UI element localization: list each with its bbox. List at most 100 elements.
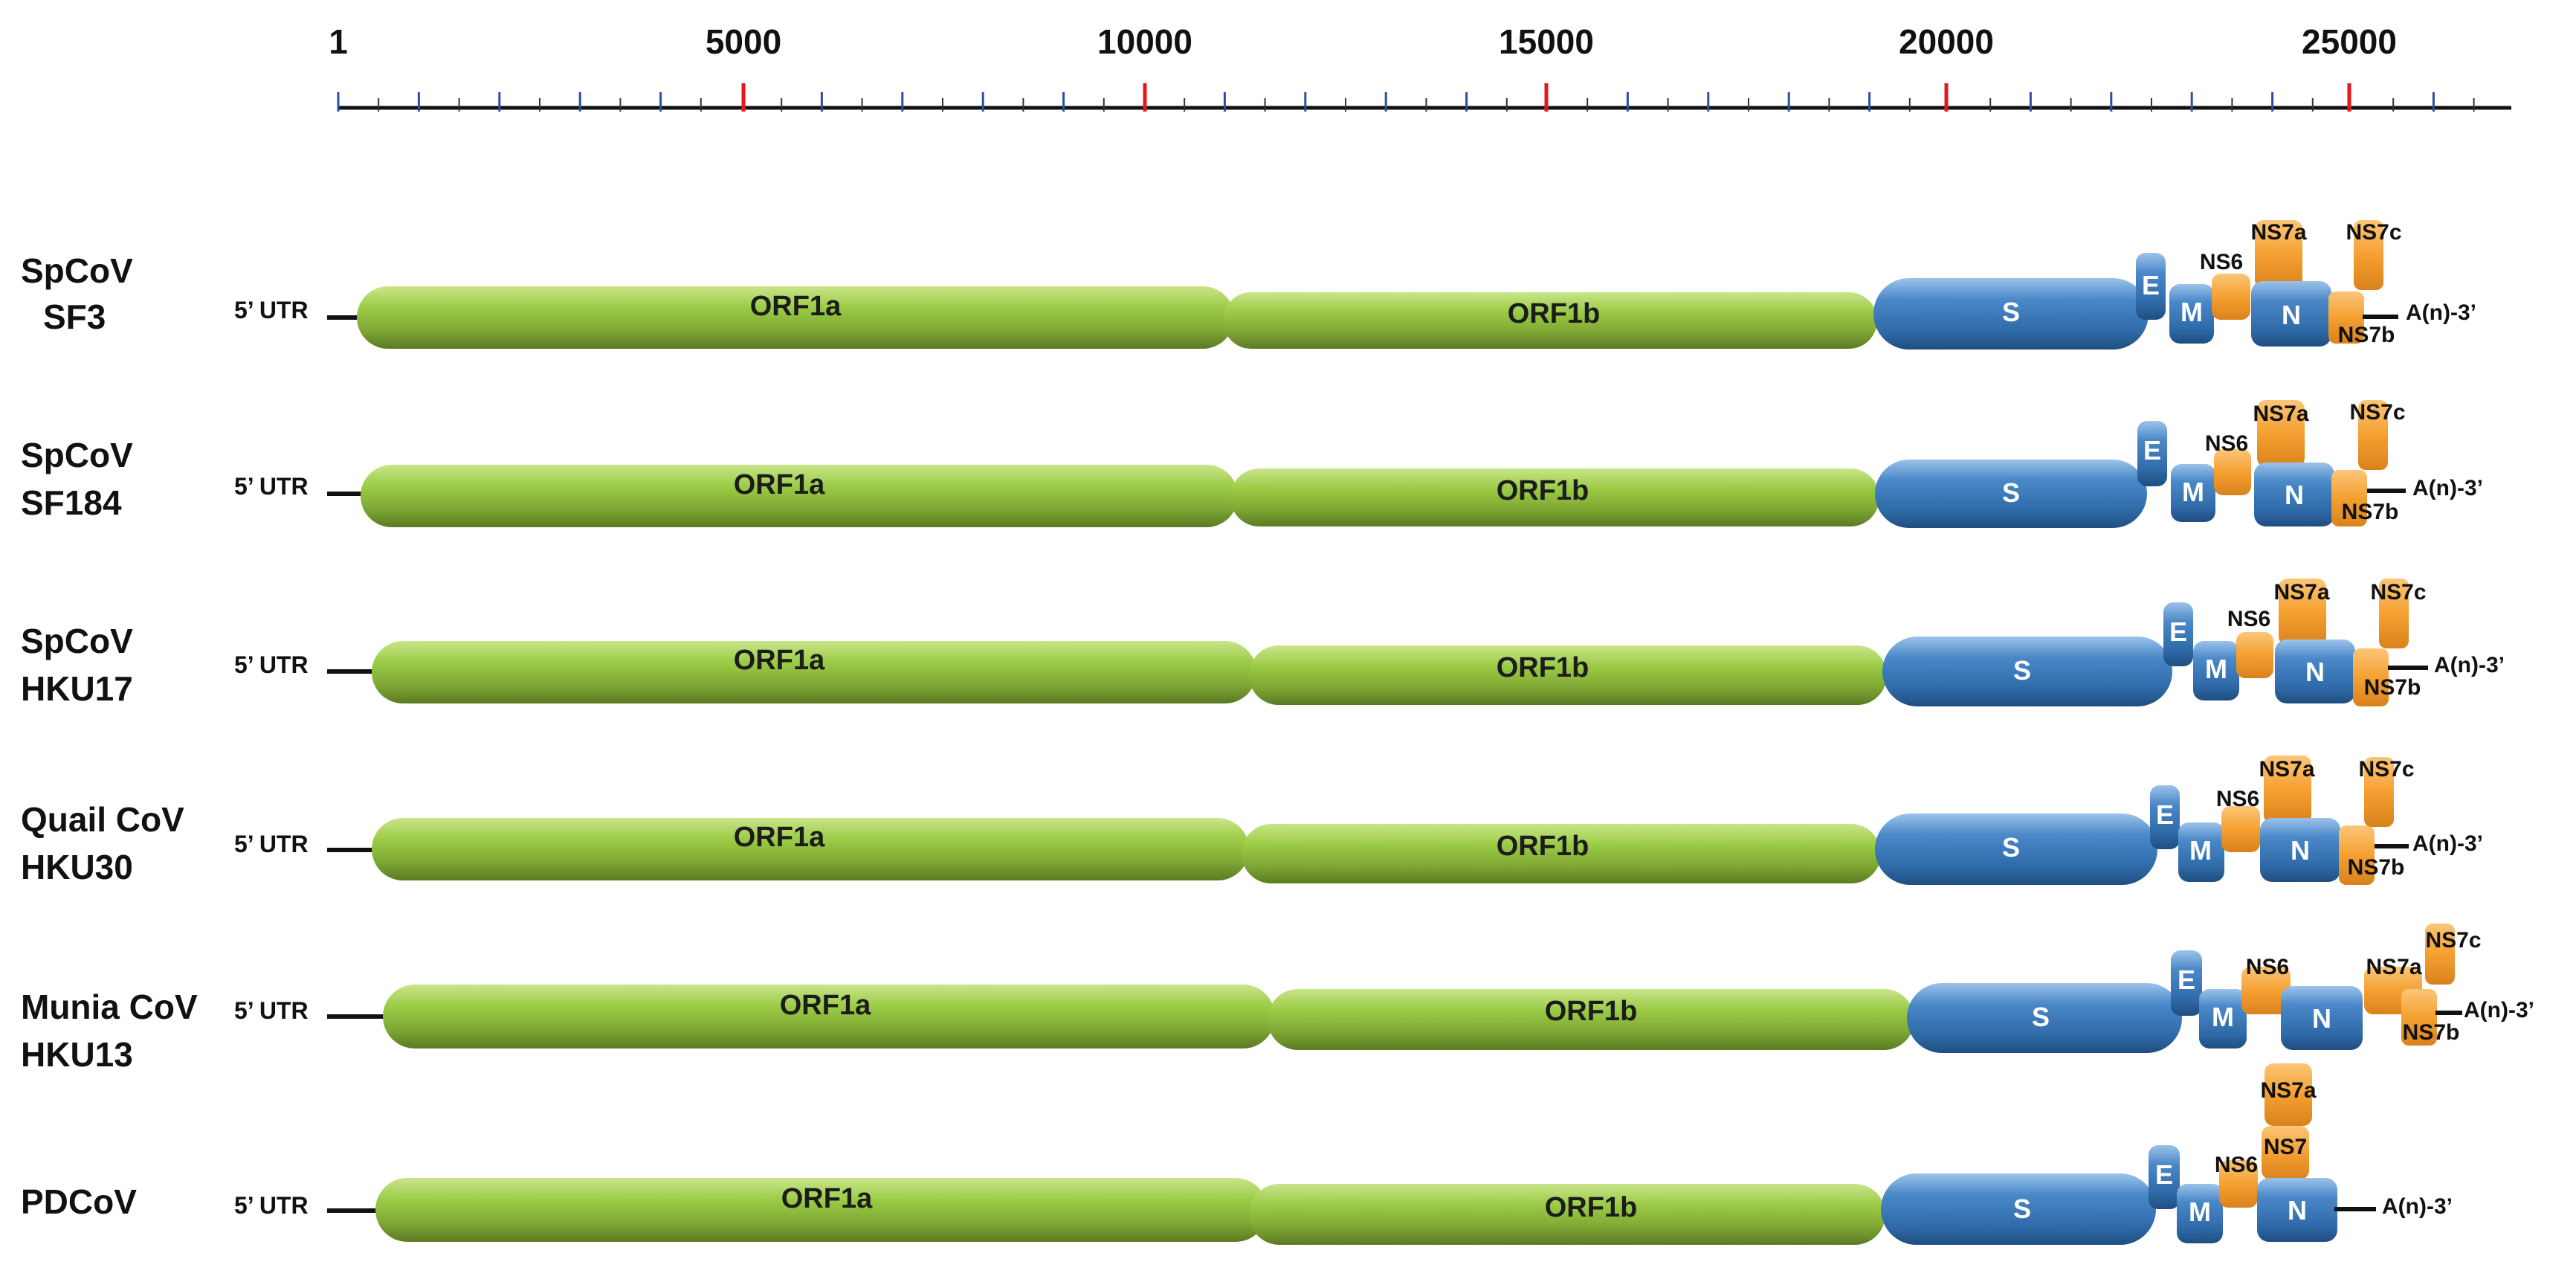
ns7b-gene (2331, 470, 2367, 526)
n-label: N (2291, 835, 2310, 866)
utr5-label: 5’ UTR (234, 473, 309, 500)
n-label: N (2312, 1003, 2331, 1034)
ns7b-gene (2328, 291, 2364, 344)
ns7c-gene (2358, 400, 2388, 470)
s-gene (1907, 983, 2182, 1053)
n-gene (2281, 986, 2363, 1050)
utr3-label: A(n)-3’ (2434, 653, 2505, 677)
ns7b-gene (2401, 989, 2437, 1046)
utr5-label: 5’ UTR (234, 997, 309, 1024)
ns7b-label: NS7b (2342, 500, 2399, 524)
s-label: S (2002, 832, 2020, 863)
ns6-gene (2241, 967, 2291, 1014)
utr3-label: A(n)-3’ (2464, 998, 2534, 1022)
s-label: S (2013, 1194, 2031, 1224)
utr5-label: 5’ UTR (234, 1192, 309, 1219)
n-gene (2251, 281, 2331, 347)
scale-ticks (337, 83, 2475, 112)
m-label: M (2182, 477, 2204, 507)
orf1a-label: ORF1a (781, 1183, 873, 1214)
ns7c-gene (2364, 757, 2394, 827)
orf1b-label: ORF1b (1508, 298, 1601, 329)
ns7b-label: NS7b (2338, 323, 2395, 347)
genome-name-line-2: SF184 (21, 483, 122, 522)
m-label: M (2189, 835, 2212, 866)
ns7c-label: NS7c (2349, 400, 2405, 425)
ns7a-gene (2255, 220, 2302, 289)
orf1b-label: ORF1b (1545, 996, 1638, 1027)
m-label: M (2189, 1196, 2211, 1227)
utr3-label: A(n)-3’ (2412, 476, 2483, 500)
tick-label-5000: 5000 (706, 22, 781, 61)
m-gene (2199, 989, 2247, 1049)
ns6-gene (2219, 1160, 2258, 1208)
orf1b-gene (1249, 1184, 1885, 1245)
genome-row-munia-cov-hku13: Munia CoV HKU13 5’ UTR ORF1a ORF1b S E M… (21, 924, 2534, 1074)
n-label: N (2282, 300, 2301, 330)
n-gene (2260, 818, 2340, 882)
nucleotide-scale: 1 5000 10000 15000 20000 25000 (329, 22, 2511, 112)
m-label: M (2212, 1002, 2234, 1032)
ns6-gene (2236, 632, 2273, 678)
ns6-gene (2212, 274, 2250, 320)
tick-label-25000: 25000 (2302, 22, 2397, 61)
genome-name-line-1: PDCoV (21, 1182, 137, 1221)
genome-row-spcov-sf184: SpCoV SF184 5’ UTR ORF1a ORF1b S E M NS6… (21, 400, 2483, 528)
e-gene (2136, 253, 2166, 320)
ns6-label: NS6 (2200, 250, 2243, 274)
e-label: E (2156, 799, 2174, 830)
ns6-gene (2214, 449, 2251, 495)
ns6-gene (2221, 806, 2260, 852)
orf1a-gene (361, 465, 1238, 527)
ns7c-label: NS7c (2370, 580, 2426, 605)
orf1a-label: ORF1a (734, 645, 825, 676)
ns6-label: NS6 (2205, 431, 2248, 456)
s-label: S (2013, 655, 2031, 686)
n-label: N (2285, 480, 2304, 510)
m-gene (2171, 464, 2215, 522)
ns6-label: NS6 (2216, 787, 2259, 811)
ns7-gene (2262, 1126, 2309, 1179)
tick-label-20000: 20000 (1899, 22, 1994, 61)
genome-name-line-1: Quail CoV (21, 800, 184, 839)
ns7a-label: NS7a (2259, 757, 2314, 782)
ns7a-gene (2264, 756, 2311, 824)
ns6-label: NS6 (2215, 1153, 2258, 1177)
ns7c-gene (2379, 579, 2409, 648)
utr5-label: 5’ UTR (234, 651, 309, 678)
orf1a-label: ORF1a (734, 469, 825, 500)
n-gene (2257, 1178, 2337, 1242)
m-gene (2193, 641, 2239, 700)
genome-row-spcov-sf3: SpCoV SF3 5’ UTR ORF1a ORF1b S E M NS6 N… (21, 220, 2476, 350)
ns7b-label: NS7b (2403, 1020, 2460, 1045)
e-gene (2163, 602, 2193, 666)
e-gene (2171, 950, 2202, 1016)
genome-name-line-2: HKU13 (21, 1035, 133, 1074)
ns7c-gene (2425, 924, 2455, 985)
e-label: E (2169, 616, 2187, 647)
ns7-label: NS7 (2264, 1135, 2307, 1159)
genome-row-spcov-hku17: SpCoV HKU17 5’ UTR ORF1a ORF1b S E M NS6… (21, 579, 2505, 708)
e-label: E (2143, 435, 2161, 466)
orf1a-gene (383, 985, 1275, 1049)
orf1b-label: ORF1b (1497, 652, 1589, 683)
utr3-label: A(n)-3’ (2382, 1194, 2453, 1219)
utr5-label: 5’ UTR (234, 831, 309, 857)
s-gene (1881, 1173, 2156, 1245)
utr3-label: A(n)-3’ (2412, 831, 2483, 856)
ns7a-label: NS7a (2273, 580, 2329, 605)
utr5-label: 5’ UTR (234, 297, 309, 323)
ns7b-gene (2339, 825, 2375, 885)
ns7c-label: NS7c (2425, 928, 2481, 953)
orf1b-gene (1230, 468, 1879, 526)
s-gene (1882, 637, 2172, 706)
orf1b-label: ORF1b (1545, 1192, 1638, 1223)
e-label: E (2178, 964, 2195, 995)
orf1b-label: ORF1b (1497, 475, 1589, 506)
genome-row-pdcov: PDCoV 5’ UTR ORF1a ORF1b S E M NS6 NS7 N… (21, 1063, 2453, 1245)
ns7a-label: NS7a (2366, 955, 2421, 979)
n-gene (2254, 463, 2334, 526)
ns6-label: NS6 (2227, 607, 2270, 631)
s-label: S (2032, 1002, 2050, 1032)
